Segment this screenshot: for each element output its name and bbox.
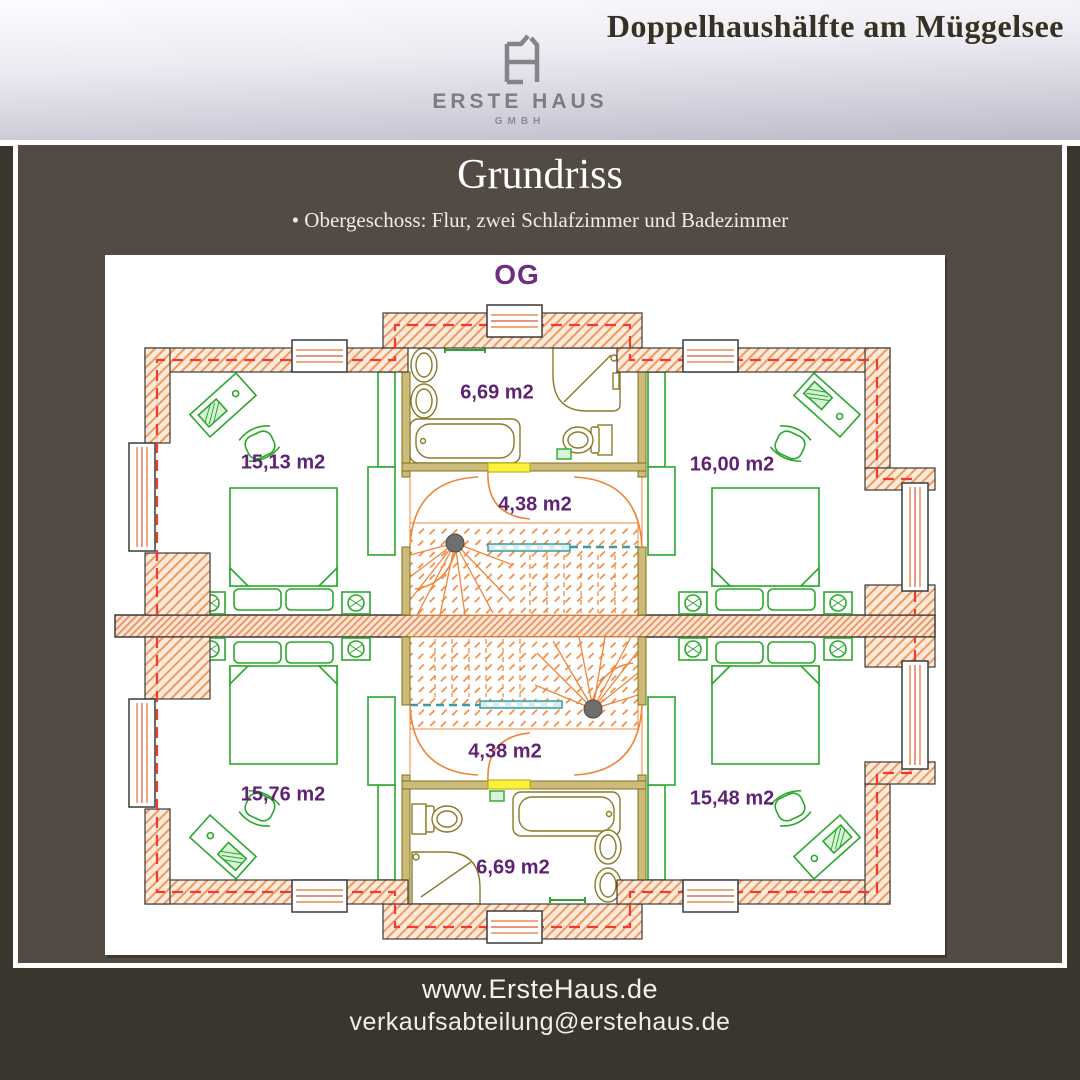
door-arcs xyxy=(409,470,643,782)
desk-top-left xyxy=(189,372,257,438)
room-area-schlafzimmer-oben-links: 15,13 m2 xyxy=(240,451,326,474)
bed-top-left xyxy=(196,487,371,615)
exterior-walls-top xyxy=(144,312,936,616)
logo-suffix: GMBH xyxy=(494,116,546,127)
company-logo: ERSTE HAUS GMBH xyxy=(430,30,610,127)
section-bullet: • Obergeschoss: Flur, zwei Schlafzimmer … xyxy=(291,208,789,232)
wall-dashed-lines xyxy=(155,323,917,929)
interior-walls xyxy=(401,371,647,905)
staircase-bottom xyxy=(409,636,639,730)
desk-top-right xyxy=(793,372,861,438)
footer-website: www.ErsteHaus.de xyxy=(421,974,659,1004)
logo-name: ERSTE HAUS xyxy=(432,90,608,113)
room-area-badezimmer-oben: 6,69 m2 xyxy=(460,381,534,404)
erste-haus-house-icon xyxy=(504,34,540,85)
bed-bottom-left xyxy=(196,637,371,765)
bathroom-top-fixtures xyxy=(409,347,621,464)
room-area-schlafzimmer-unten-rechts: 15,48 m2 xyxy=(689,787,775,810)
bathroom-bottom-fixtures xyxy=(411,790,622,905)
section-title: Grundriss xyxy=(457,152,623,198)
wardrobes xyxy=(367,371,676,881)
floor-label: OG xyxy=(494,259,540,290)
header-band: ERSTE HAUS GMBH Doppelhaushälfte am Mügg… xyxy=(0,0,1080,146)
bed-bottom-right xyxy=(678,637,853,765)
floorplan-drawing xyxy=(114,304,936,944)
page-title: Doppelhaushälfte am Müggelsee xyxy=(606,8,1064,44)
staircase-top xyxy=(409,522,639,616)
desk-bottom-right xyxy=(793,814,861,880)
chair-bottom-right xyxy=(767,786,814,831)
chair-top-right xyxy=(767,421,814,466)
room-area-schlafzimmer-unten-links: 15,76 m2 xyxy=(240,783,326,806)
room-area-badezimmer-unten: 6,69 m2 xyxy=(476,856,550,879)
room-area-flur-unten: 4,38 m2 xyxy=(468,740,542,763)
party-wall xyxy=(114,614,936,638)
desk-bottom-left xyxy=(189,814,257,880)
footer-email: verkaufsabteilung@erstehaus.de xyxy=(349,1008,731,1036)
room-area-flur-oben: 4,38 m2 xyxy=(498,493,572,516)
door-thresholds xyxy=(487,462,531,790)
room-area-schlafzimmer-oben-rechts: 16,00 m2 xyxy=(689,453,775,476)
bed-top-right xyxy=(678,487,853,615)
floorplan-panel: OG 6,69 m2 15,13 m2 16,00 m2 4,38 m2 4,3… xyxy=(105,255,945,955)
